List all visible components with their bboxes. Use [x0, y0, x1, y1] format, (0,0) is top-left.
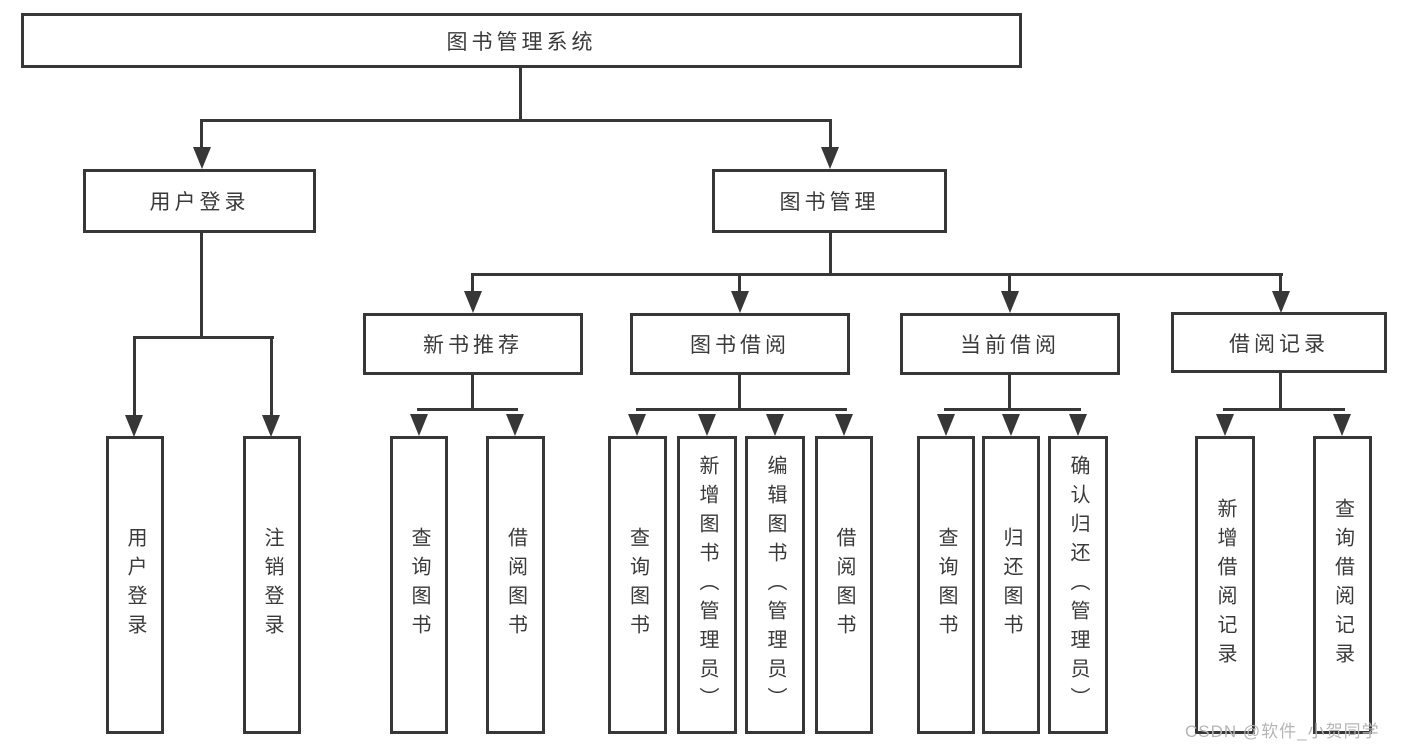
- node-book-management: 图书管理: [712, 169, 947, 233]
- connector-line: [133, 336, 136, 418]
- arrow-down-icon: [731, 291, 749, 313]
- node-return-book: 归还图书: [982, 436, 1040, 734]
- arrow-down-icon: [698, 414, 716, 436]
- csdn-watermark: CSDN @软件_小贺同学: [1185, 722, 1380, 741]
- root-stem-line: [519, 68, 522, 122]
- arrow-down-icon: [1002, 414, 1020, 436]
- node-add-borrow-record: 新增借阅记录: [1195, 436, 1255, 734]
- node-confirm-return-admin: 确认归还（管理员）: [1048, 436, 1108, 734]
- arrow-down-icon: [410, 414, 428, 436]
- node-query-books-borrow: 查询图书: [608, 436, 667, 734]
- node-add-book-admin: 新增图书（管理员）: [677, 436, 737, 734]
- arrow-down-icon: [506, 414, 524, 436]
- node-user-login-action: 用户登录: [106, 436, 164, 734]
- node-book-borrow: 图书借阅: [630, 313, 850, 375]
- connector-line: [738, 375, 741, 411]
- connector-line: [829, 119, 832, 149]
- node-new-book-recommend: 新书推荐: [363, 313, 583, 375]
- connector-line: [1279, 273, 1282, 295]
- arrow-down-icon: [937, 414, 955, 436]
- node-system: 图书管理系统: [21, 13, 1022, 68]
- level2-connector-line: [471, 273, 1283, 276]
- node-borrow-books: 借阅图书: [815, 436, 873, 734]
- arrow-down-icon: [766, 414, 784, 436]
- arrow-down-icon: [821, 147, 839, 169]
- user-login-connector-line: [133, 336, 274, 339]
- connector-line: [1008, 273, 1011, 295]
- connector-line: [270, 336, 273, 418]
- connector-line: [1223, 408, 1345, 411]
- connector-line: [1279, 373, 1282, 411]
- arrow-down-icon: [464, 291, 482, 313]
- connector-line: [1008, 375, 1011, 411]
- node-current-borrow: 当前借阅: [900, 313, 1120, 375]
- arrow-down-icon: [1272, 291, 1290, 313]
- arrow-down-icon: [1001, 291, 1019, 313]
- connector-line: [944, 408, 1081, 411]
- connector-line: [200, 119, 203, 149]
- node-borrow-records: 借阅记录: [1171, 312, 1387, 373]
- arrow-down-icon: [193, 147, 211, 169]
- node-edit-book-admin: 编辑图书（管理员）: [745, 436, 805, 734]
- arrow-down-icon: [125, 415, 143, 437]
- node-query-books-current: 查询图书: [917, 436, 975, 734]
- arrow-down-icon: [628, 414, 646, 436]
- node-user-login: 用户登录: [83, 169, 316, 233]
- arrow-down-icon: [1069, 414, 1087, 436]
- connector-line: [471, 273, 474, 295]
- node-borrow-books-recommend: 借阅图书: [486, 436, 545, 734]
- connector-line: [636, 408, 847, 411]
- arrow-down-icon: [1216, 414, 1234, 436]
- arrow-down-icon: [262, 415, 280, 437]
- connector-line: [738, 273, 741, 295]
- node-query-books-recommend: 查询图书: [390, 436, 448, 734]
- book-mgmt-stem-line: [829, 233, 832, 276]
- node-logout: 注销登录: [243, 436, 301, 734]
- connector-line: [417, 408, 518, 411]
- node-query-borrow-record: 查询借阅记录: [1313, 436, 1372, 734]
- connector-line: [471, 375, 474, 411]
- arrow-down-icon: [1333, 414, 1351, 436]
- arrow-down-icon: [835, 414, 853, 436]
- level1-connector-line: [200, 119, 832, 122]
- user-login-stem-line: [200, 233, 203, 339]
